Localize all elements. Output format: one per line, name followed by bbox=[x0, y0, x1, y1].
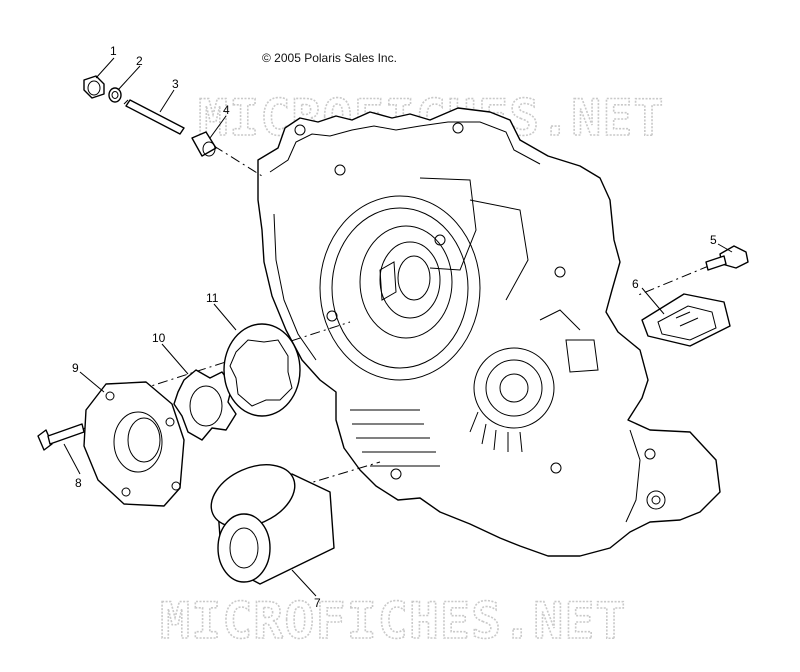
leader-5 bbox=[717, 243, 733, 253]
callout-1: 1 bbox=[110, 44, 117, 58]
leader-4 bbox=[209, 115, 227, 139]
leader-3 bbox=[159, 89, 175, 113]
callout-2: 2 bbox=[136, 54, 143, 68]
oil-filter-part-7 bbox=[210, 464, 335, 585]
watermark-top: MICROFICHES.NET bbox=[198, 89, 665, 147]
callout-6: 6 bbox=[632, 277, 639, 291]
outer-rotor-part-11 bbox=[223, 323, 301, 417]
plate-part-6 bbox=[641, 293, 731, 347]
alignment-line-filter bbox=[299, 461, 381, 487]
leader-10 bbox=[161, 343, 189, 375]
callout-8: 8 bbox=[75, 476, 82, 490]
callout-7: 7 bbox=[314, 596, 321, 610]
leader-11 bbox=[213, 303, 237, 331]
plug-part-1 bbox=[83, 75, 105, 99]
leader-2 bbox=[117, 65, 141, 91]
callout-3: 3 bbox=[172, 77, 179, 91]
callout-5: 5 bbox=[710, 233, 717, 247]
pump-cover-part-9 bbox=[83, 381, 185, 507]
crankcase bbox=[257, 107, 721, 557]
alignment-line-bolt-5 bbox=[635, 257, 729, 297]
leader-1 bbox=[95, 57, 115, 79]
spring-part-3 bbox=[123, 99, 185, 135]
leader-6 bbox=[641, 287, 665, 315]
copyright-text: © 2005 Polaris Sales Inc. bbox=[262, 51, 397, 65]
callout-9: 9 bbox=[72, 361, 79, 375]
inner-rotor-part-10 bbox=[173, 369, 237, 441]
leader-7 bbox=[291, 569, 317, 597]
watermark-bottom: MICROFICHES.NET bbox=[160, 592, 627, 650]
callout-10: 10 bbox=[152, 331, 166, 345]
callout-11: 11 bbox=[206, 291, 219, 305]
leader-8 bbox=[63, 443, 81, 475]
plunger-part-4 bbox=[191, 131, 217, 157]
washer-part-2 bbox=[108, 87, 122, 103]
bolt-part-5 bbox=[705, 245, 749, 271]
leader-9 bbox=[79, 371, 105, 393]
alignment-line-plunger bbox=[213, 145, 263, 177]
callout-4: 4 bbox=[223, 103, 230, 117]
screw-part-8 bbox=[37, 423, 85, 451]
